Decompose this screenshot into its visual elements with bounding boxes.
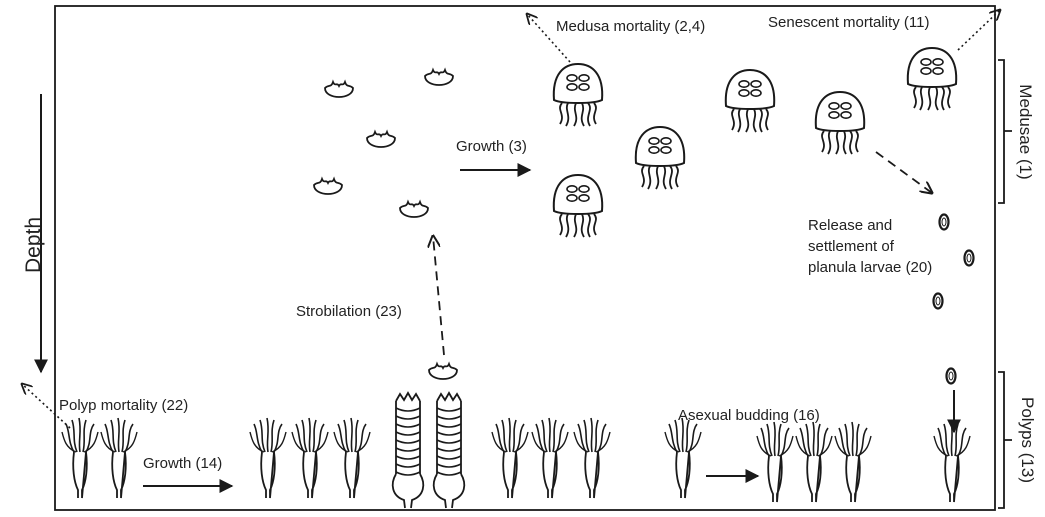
ephyra <box>425 70 453 85</box>
planula-larva <box>965 251 974 266</box>
medusa <box>726 70 774 132</box>
release-label-line2: settlement of <box>808 238 894 256</box>
depth-label: Depth <box>22 205 46 285</box>
polyp <box>101 418 137 498</box>
medusae-label: Medusae (1) <box>1015 72 1035 192</box>
polyp <box>250 418 286 498</box>
polyp <box>62 418 98 498</box>
senescent-mortality-arrow <box>958 10 1000 50</box>
polyp <box>835 422 871 502</box>
release-label-line1: Release and <box>808 217 892 235</box>
medusa-mortality-label: Medusa mortality (2,4) <box>556 18 705 36</box>
polyp <box>757 422 793 502</box>
polyp <box>532 418 568 498</box>
strobila <box>434 393 465 508</box>
medusae-bracket <box>998 60 1012 203</box>
medusa <box>636 127 684 189</box>
larva-release-arrow <box>876 152 932 193</box>
growth-polyps-label: Growth (14) <box>143 455 222 473</box>
growth-medusae-label: Growth (3) <box>456 138 527 156</box>
senescent-mortality-label: Senescent mortality (11) <box>768 14 929 32</box>
medusa <box>554 64 602 126</box>
strobilation-arrow <box>433 236 444 355</box>
medusa <box>554 175 602 237</box>
polyp <box>574 418 610 498</box>
planula-larva <box>947 369 956 384</box>
ephyra <box>429 364 457 379</box>
release-label-line3: planula larvae (20) <box>808 259 932 277</box>
planula-larva <box>940 215 949 230</box>
ephyra <box>325 82 353 97</box>
polyp <box>292 418 328 498</box>
polyp <box>492 418 528 498</box>
medusa <box>908 48 956 110</box>
polyps-label: Polyps (13) <box>1017 385 1037 495</box>
asexual-budding-label: Asexual budding (16) <box>678 407 820 425</box>
ephyra <box>367 132 395 147</box>
polyps-bracket <box>998 372 1012 508</box>
strobila <box>393 393 424 508</box>
ephyra <box>400 202 428 217</box>
polyp <box>665 418 701 498</box>
strobilation-label: Strobilation (23) <box>296 303 402 321</box>
polyp <box>796 422 832 502</box>
planula-larva <box>934 294 943 309</box>
diagram-frame <box>55 6 995 510</box>
polyp <box>334 418 370 498</box>
polyp-mortality-label: Polyp mortality (22) <box>59 397 188 415</box>
polyp <box>934 422 970 502</box>
ephyra <box>314 179 342 194</box>
medusa <box>816 92 864 154</box>
